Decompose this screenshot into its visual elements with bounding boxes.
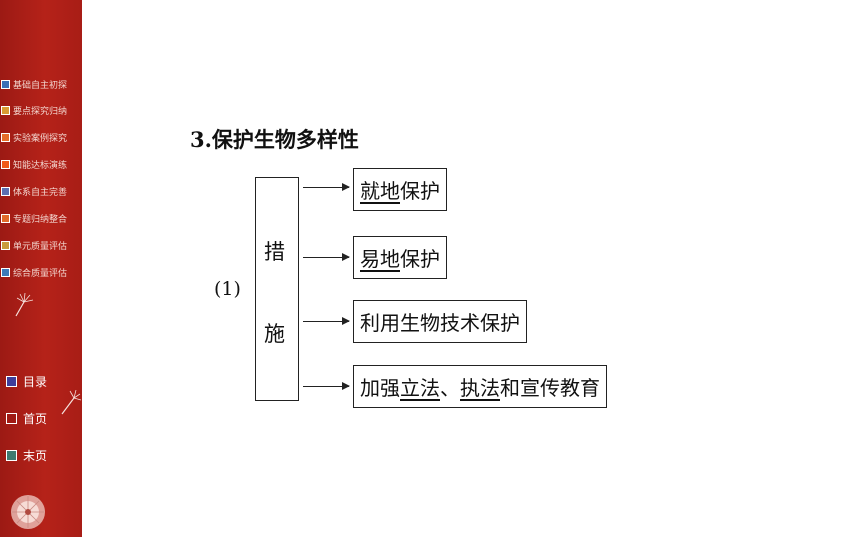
dandelion-seed-icon — [15, 292, 34, 317]
square-icon — [6, 413, 17, 424]
measure-item-legislation: 加强立法、执法和宣传教育 — [353, 365, 607, 408]
square-icon — [1, 159, 10, 169]
arrow-icon — [303, 182, 350, 191]
nav-item-label: 知能达标演练 — [13, 160, 68, 171]
nav-item-basic-exploration[interactable]: 基础自主初探 — [1, 77, 67, 91]
square-icon — [1, 132, 10, 142]
dandelion-seed-icon — [61, 390, 82, 415]
measure-text: 执法 — [460, 376, 500, 400]
section-label: (1) — [214, 278, 241, 300]
measure-item-biotech: 利用生物技术保护 — [353, 300, 527, 343]
measure-text: 利用生物技术保护 — [360, 311, 520, 335]
measure-text: 立法 — [400, 376, 440, 400]
nav-item-label: 体系自主完善 — [13, 187, 68, 198]
nav-item-topic-summary[interactable]: 专题归纳整合 — [1, 211, 67, 225]
measures-char-2: 施 — [264, 322, 285, 346]
measure-text: 保护 — [400, 179, 440, 203]
nav-item-unit-assessment[interactable]: 单元质量评估 — [1, 238, 67, 252]
measure-text: 加强 — [360, 376, 400, 400]
measure-text: 就地 — [360, 179, 400, 203]
toc-button[interactable]: 目录 — [6, 373, 47, 390]
square-icon — [1, 240, 10, 250]
measure-item-ex-situ: 易地保护 — [353, 236, 447, 279]
nav-item-label: 综合质量评估 — [13, 268, 68, 279]
arrow-icon — [303, 316, 350, 325]
first-page-button[interactable]: 首页 — [6, 410, 47, 427]
square-icon — [6, 450, 17, 461]
measure-text: 保护 — [400, 247, 440, 271]
nav-item-label: 要点探究归纳 — [13, 106, 68, 117]
measure-item-in-situ: 就地保护 — [353, 168, 447, 211]
square-icon — [1, 79, 10, 89]
page-title: 3.保护生物多样性 — [190, 127, 359, 152]
nav-item-practice[interactable]: 知能达标演练 — [1, 157, 67, 171]
square-icon — [1, 186, 10, 196]
first-page-label: 首页 — [23, 412, 48, 426]
square-icon — [1, 213, 10, 223]
measure-text: 易地 — [360, 247, 400, 271]
nav-item-system-completion[interactable]: 体系自主完善 — [1, 184, 67, 198]
nav-item-experiment-cases[interactable]: 实验案例探究 — [1, 130, 67, 144]
toc-label: 目录 — [23, 375, 48, 389]
last-page-button[interactable]: 末页 — [6, 447, 47, 464]
arrow-icon — [303, 381, 350, 390]
square-icon — [1, 105, 10, 115]
nav-item-comprehensive-assessment[interactable]: 综合质量评估 — [1, 265, 67, 279]
measures-char-1: 措 — [264, 240, 285, 264]
dandelion-flower-icon — [11, 495, 45, 529]
nav-item-label: 专题归纳整合 — [13, 214, 68, 225]
arrow-icon — [303, 252, 350, 261]
nav-item-label: 基础自主初探 — [13, 80, 68, 91]
measure-text: 、 — [440, 376, 460, 400]
last-page-label: 末页 — [23, 449, 48, 463]
square-icon — [6, 376, 17, 387]
measures-box — [255, 177, 299, 401]
nav-item-label: 实验案例探究 — [13, 133, 68, 144]
measure-text: 和宣传教育 — [500, 376, 600, 400]
nav-item-label: 单元质量评估 — [13, 241, 68, 252]
nav-item-key-points[interactable]: 要点探究归纳 — [1, 103, 67, 117]
sidebar-nav: 基础自主初探 要点探究归纳 实验案例探究 知能达标演练 体系自主完善 专题归纳整… — [0, 0, 82, 537]
square-icon — [1, 267, 10, 277]
